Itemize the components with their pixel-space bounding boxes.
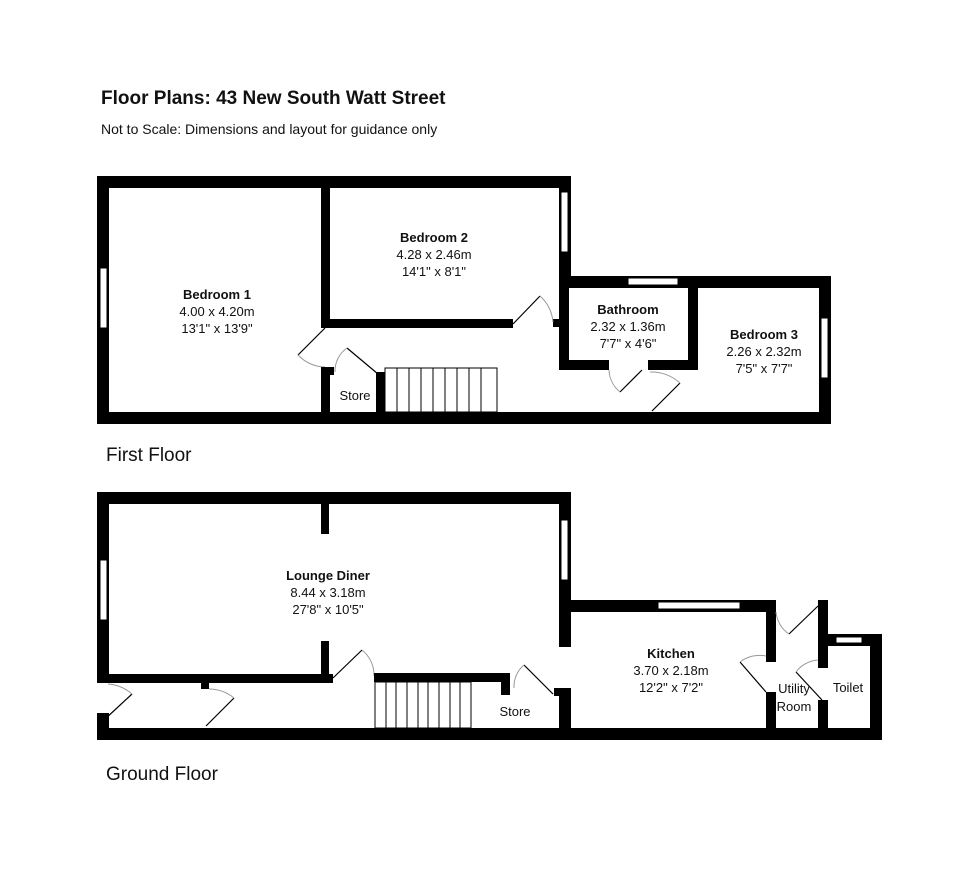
page-title: Floor Plans: 43 New South Watt Street [101,88,446,109]
room-name: Bedroom 3 [730,327,798,342]
room-metric: 4.00 x 4.20m [179,304,254,319]
staircase [384,367,498,413]
first-floor-plan: Store Bathroom 2.32 x 1.36m 7'7" x 4'6" … [97,176,831,424]
utility-room-label: Utility [778,681,810,696]
room-imperial: 13'1" x 13'9" [181,321,253,336]
window [627,277,679,286]
window [99,559,108,621]
room-imperial: 7'7" x 4'6" [600,336,657,351]
staircase [374,681,472,729]
room-name: Kitchen [647,646,695,661]
window [99,267,108,329]
store-label: Store [499,704,530,719]
window [657,601,741,610]
room-metric: 8.44 x 3.18m [290,585,365,600]
room-imperial: 7'5" x 7'7" [736,361,793,376]
room-name: Lounge Diner [286,568,370,583]
room-metric: 2.32 x 1.36m [590,319,665,334]
room-metric: 4.28 x 2.46m [396,247,471,262]
window [820,317,829,379]
window [560,191,569,253]
room-metric: 2.26 x 2.32m [726,344,801,359]
utility-room-label: Room [777,699,812,714]
room-name: Bedroom 2 [400,230,468,245]
store-label: Store [339,388,370,403]
window [560,519,569,581]
room-imperial: 14'1" x 8'1" [402,264,466,279]
disclaimer: Not to Scale: Dimensions and layout for … [101,121,438,137]
ground-floor-label: Ground Floor [106,764,218,785]
window [835,636,863,644]
toilet-label: Toilet [833,680,864,695]
first-floor-label: First Floor [106,445,192,466]
ground-floor-plan: Store Lounge Diner 8.44 x 3.18m 27'8" x … [97,492,882,740]
room-name: Bedroom 1 [183,287,251,302]
room-imperial: 12'2" x 7'2" [639,680,703,695]
room-metric: 3.70 x 2.18m [633,663,708,678]
room-imperial: 27'8" x 10'5" [292,602,364,617]
room-name: Bathroom [597,302,658,317]
